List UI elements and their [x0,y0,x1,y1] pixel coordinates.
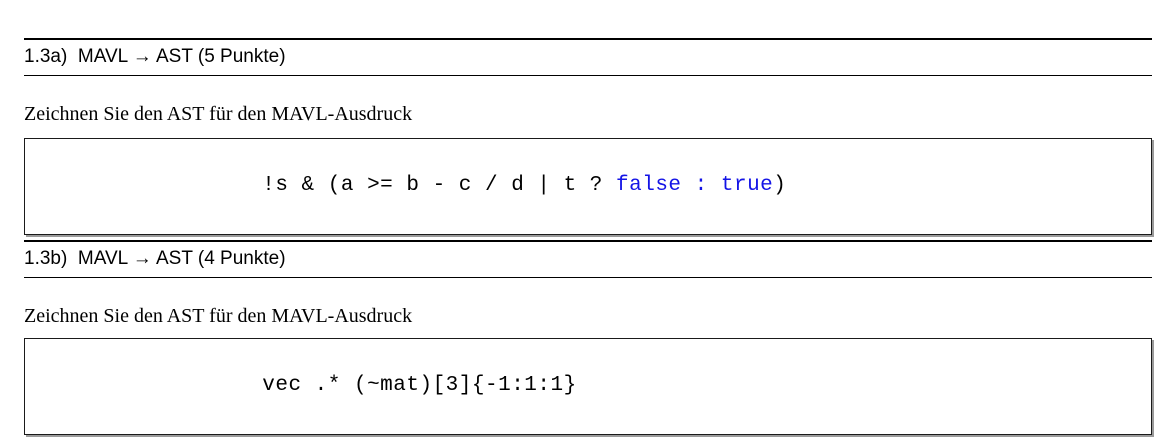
code-token-false: false [616,174,682,197]
code-token-space-1 [682,174,695,197]
section-title-1-3a: 1.3a) MAVL → AST (5 Punkte) [24,46,286,67]
code-indent-b [184,374,263,397]
code-box-1-3b: vec .* (~mat)[3]{-1:1:1} [24,338,1152,435]
section-header-1-3a: 1.3a) MAVL → AST (5 Punkte) [24,38,1152,76]
section-rule-bottom-a [24,75,1152,76]
section-prompt-1-3a: Zeichnen Sie den AST für den MAVL-Ausdru… [24,103,413,125]
section-rule-top-a [24,38,1152,40]
code-token-expr-b: vec .* (~mat)[3]{-1:1:1} [262,374,577,397]
code-line-1-3b: vec .* (~mat)[3]{-1:1:1} [25,347,1151,425]
section-header-1-3b: 1.3b) MAVL → AST (4 Punkte) [24,240,1152,278]
section-rule-bottom-b [24,277,1152,278]
code-token-true: true [720,174,774,197]
section-rule-top-b [24,240,1152,242]
code-token-expr-a: !s & (a >= b - c / d | t ? [262,174,617,197]
code-indent-a [184,174,263,197]
code-box-1-3a: !s & (a >= b - c / d | t ? false : true) [24,138,1152,235]
section-title-1-3b: 1.3b) MAVL → AST (4 Punkte) [24,248,286,269]
code-token-colon: : [694,174,708,197]
code-token-space-2 [708,174,721,197]
section-prompt-1-3b: Zeichnen Sie den AST für den MAVL-Ausdru… [24,305,413,327]
code-token-close-paren: ) [773,174,787,197]
code-line-1-3a: !s & (a >= b - c / d | t ? false : true) [25,147,1151,225]
